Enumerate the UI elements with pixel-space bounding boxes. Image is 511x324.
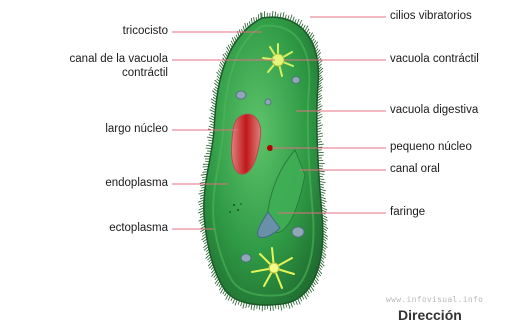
label-vacuola-contractil: vacuola contráctil bbox=[390, 53, 479, 66]
label-largo-nucleo: largo núcleo bbox=[40, 123, 168, 136]
watermark-text: www.infovisual.info bbox=[386, 295, 483, 304]
label-canal-vacuola-line2: contráctil bbox=[6, 67, 168, 80]
label-tricocisto: tricocisto bbox=[64, 25, 168, 38]
label-canal-oral: canal oral bbox=[390, 163, 440, 176]
footer-partial-title: Dirección bbox=[398, 307, 462, 323]
label-pequeno-nucleo: pequeno núcleo bbox=[390, 141, 472, 154]
label-endoplasma: endoplasma bbox=[40, 177, 168, 190]
label-canal-vacuola-line1: canal de la vacuola bbox=[6, 53, 168, 66]
label-faringe: faringe bbox=[390, 206, 425, 219]
label-ectoplasma: ectoplasma bbox=[40, 222, 168, 235]
label-vacuola-digestiva: vacuola digestiva bbox=[390, 104, 478, 117]
label-cilios-vibratorios: cilios vibratorios bbox=[390, 10, 472, 23]
